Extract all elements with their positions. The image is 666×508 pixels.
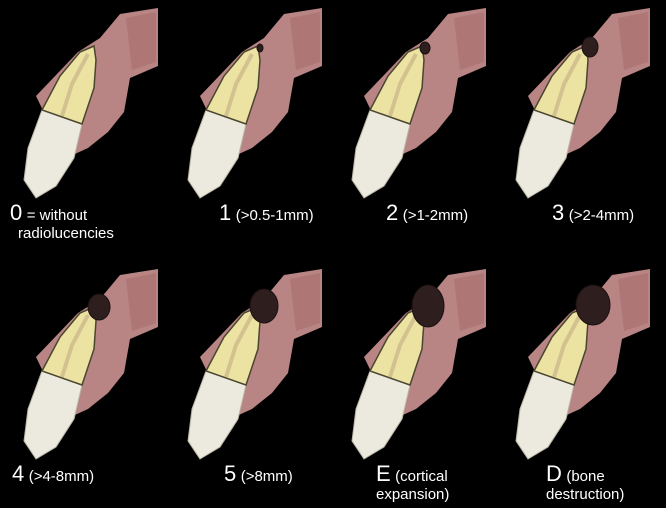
grade-description: (>1-2mm) bbox=[403, 207, 468, 224]
grade-description: (>2-4mm) bbox=[569, 207, 634, 224]
grade-caption: 1 (>0.5-1mm) bbox=[219, 200, 314, 225]
tooth-crown bbox=[188, 371, 246, 459]
grade-description: (>8mm) bbox=[241, 468, 293, 485]
grade-label: 2 bbox=[386, 200, 398, 225]
tooth-crown bbox=[352, 371, 410, 459]
grade-description: (>4-8mm) bbox=[29, 468, 94, 485]
grade-label: E bbox=[376, 461, 391, 486]
grade-description-line2: radiolucencies bbox=[10, 225, 114, 242]
grade-caption: D (bone destruction) bbox=[546, 461, 624, 504]
grade-caption: 5 (>8mm) bbox=[224, 461, 293, 486]
grade-caption: 2 (>1-2mm) bbox=[386, 200, 468, 225]
grade-description: = without bbox=[27, 207, 87, 224]
tooth-crown bbox=[516, 371, 574, 459]
radiolucency-lesion bbox=[88, 294, 110, 320]
grade-caption: E (cortical expansion) bbox=[376, 461, 449, 504]
panel-grade-4: 4 (>4-8mm) bbox=[8, 257, 172, 506]
grade-description: (bone bbox=[566, 468, 604, 485]
radiolucency-lesion bbox=[576, 285, 610, 325]
grade-label: 4 bbox=[12, 461, 24, 486]
radiolucency-lesion bbox=[250, 289, 278, 323]
tooth-crown bbox=[24, 371, 82, 459]
grade-description: (>0.5-1mm) bbox=[236, 207, 314, 224]
tooth-crown bbox=[516, 110, 574, 198]
grade-description-line2: destruction) bbox=[546, 486, 624, 503]
panel-grade-3: 3 (>2-4mm) bbox=[500, 8, 664, 257]
grade-caption: 4 (>4-8mm) bbox=[12, 461, 94, 486]
grade-caption: 0 = without radiolucencies bbox=[10, 200, 114, 243]
grade-label: 0 bbox=[10, 200, 22, 225]
panel-grade-E: E (cortical expansion) bbox=[336, 257, 500, 506]
grade-description-line2: expansion) bbox=[376, 486, 449, 503]
grade-label: 5 bbox=[224, 461, 236, 486]
classification-figure: 0 = without radiolucencies 1 (>0.5-1mm) … bbox=[8, 8, 664, 506]
grade-caption: 3 (>2-4mm) bbox=[552, 200, 634, 225]
radiolucency-lesion bbox=[412, 285, 444, 327]
panel-grade-0: 0 = without radiolucencies bbox=[8, 8, 172, 257]
tooth-crown bbox=[24, 110, 82, 198]
panel-grade-2: 2 (>1-2mm) bbox=[336, 8, 500, 257]
tooth-crown bbox=[188, 110, 246, 198]
radiolucency-lesion bbox=[420, 42, 430, 54]
grade-label: 1 bbox=[219, 200, 231, 225]
radiolucency-lesion bbox=[582, 37, 598, 57]
grade-label: D bbox=[546, 461, 562, 486]
panel-grade-1: 1 (>0.5-1mm) bbox=[172, 8, 336, 257]
panel-grade-D: D (bone destruction) bbox=[500, 257, 664, 506]
grade-label: 3 bbox=[552, 200, 564, 225]
grade-description: (cortical bbox=[395, 468, 448, 485]
radiolucency-lesion bbox=[257, 44, 263, 52]
tooth-crown bbox=[352, 110, 410, 198]
panel-grade-5: 5 (>8mm) bbox=[172, 257, 336, 506]
